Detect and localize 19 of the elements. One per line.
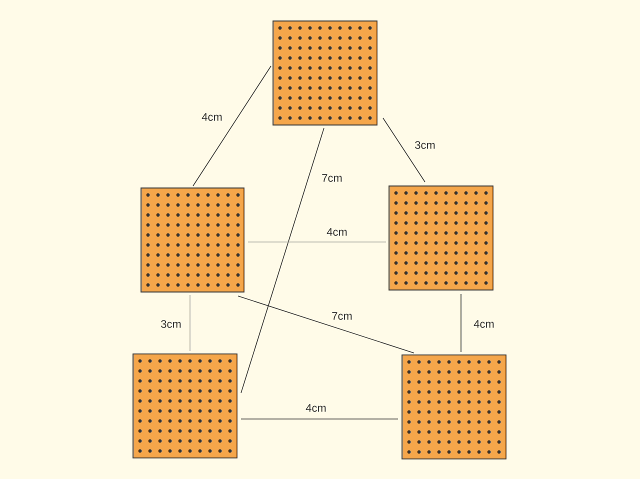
edge-label: 7cm <box>330 311 354 321</box>
dotted-square <box>388 186 494 290</box>
edge-label: 3cm <box>160 319 182 329</box>
connector-line <box>460 294 462 352</box>
connector-line <box>240 418 398 420</box>
connector-line <box>192 66 272 186</box>
edge-label: 7cm <box>320 173 344 183</box>
dotted-square <box>402 354 506 460</box>
connector-line <box>240 128 324 394</box>
edge-label: 3cm <box>414 140 436 150</box>
edge-label: 4cm <box>304 403 328 413</box>
dotted-square <box>140 188 244 292</box>
edge-label: 4cm <box>326 227 348 237</box>
dotted-square <box>272 20 378 126</box>
dotted-square <box>132 354 238 458</box>
connector-line <box>238 296 414 354</box>
connector-line <box>382 118 426 182</box>
edge-label: 4cm <box>472 319 496 329</box>
edge-label: 4cm <box>200 112 224 122</box>
